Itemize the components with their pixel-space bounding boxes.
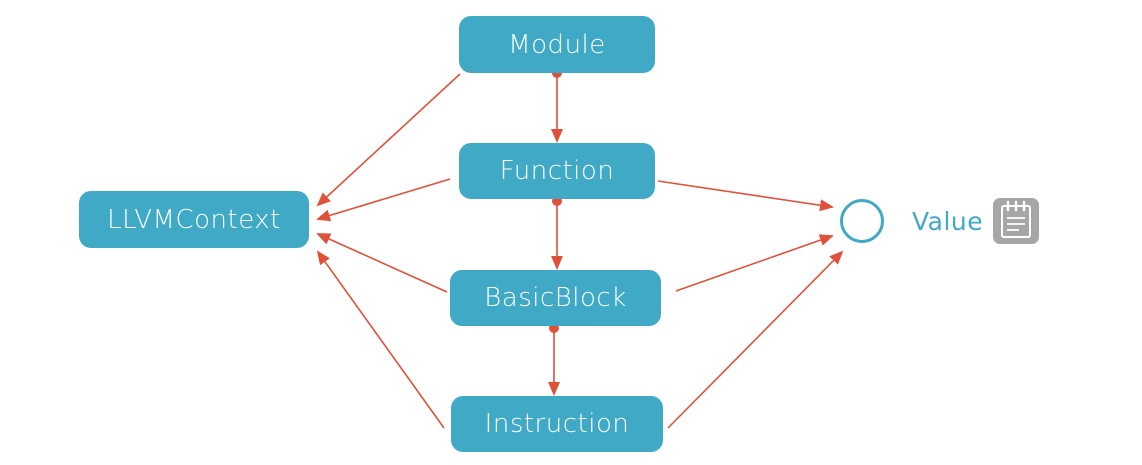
edge-basicblock-llvmcontext bbox=[316, 233, 448, 293]
notepad-icon bbox=[993, 198, 1040, 244]
node-instruction: Instruction bbox=[451, 396, 663, 452]
node-llvmcontext: LLVMContext bbox=[79, 191, 309, 248]
edge-function-value bbox=[657, 180, 834, 212]
node-value-label: Value bbox=[912, 206, 984, 236]
value-edges bbox=[657, 180, 844, 429]
edge-instruction-value bbox=[667, 250, 844, 429]
composition-edges bbox=[548, 68, 563, 396]
node-function-label: Function bbox=[499, 156, 615, 186]
edge-basicblock-value bbox=[675, 234, 834, 292]
node-module-label: Module bbox=[508, 29, 606, 60]
node-function: Function bbox=[459, 143, 655, 199]
edge-instruction-llvmcontext bbox=[316, 250, 445, 429]
value-circle-icon bbox=[840, 199, 884, 243]
node-module: Module bbox=[459, 16, 655, 73]
node-basicblock-label: BasicBlock bbox=[484, 283, 627, 313]
node-llvmcontext-label: LLVMContext bbox=[107, 204, 281, 235]
node-basicblock: BasicBlock bbox=[450, 270, 661, 326]
node-value: Value bbox=[840, 193, 1041, 249]
context-edges bbox=[316, 73, 461, 429]
edge-function-llvmcontext bbox=[316, 178, 451, 222]
node-instruction-label: Instruction bbox=[484, 409, 630, 439]
edge-module-llvmcontext bbox=[316, 73, 461, 207]
